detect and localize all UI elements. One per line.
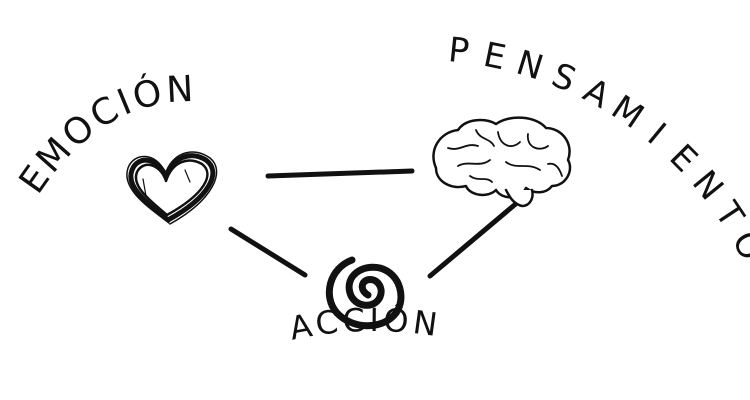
thought-label-letter: N bbox=[512, 43, 548, 89]
connector-thought-action bbox=[427, 199, 521, 279]
brain-icon bbox=[432, 116, 572, 208]
emotion-label: EMOCIÓN bbox=[12, 69, 198, 201]
thought-label-glyph: E bbox=[480, 35, 509, 79]
thought-label-glyph: A bbox=[577, 70, 616, 116]
thought-label-glyph: M bbox=[604, 88, 651, 138]
thought-label-letter: E bbox=[661, 137, 705, 180]
thought-label-glyph: I bbox=[640, 116, 673, 153]
thought-label-letter: E bbox=[480, 35, 509, 79]
connector-emotion-thought bbox=[265, 168, 415, 179]
spiral-icon bbox=[325, 256, 405, 330]
thought-label-glyph: O bbox=[724, 225, 750, 267]
thought-label-glyph: N bbox=[684, 163, 731, 208]
thought-label-letter: I bbox=[640, 116, 673, 153]
thought-label-letter: A bbox=[577, 70, 616, 116]
thought-label-glyph: N bbox=[512, 43, 548, 89]
thought-label-letter: M bbox=[604, 88, 651, 138]
thought-label-letter: P bbox=[446, 30, 471, 72]
thought-label-glyph: E bbox=[661, 137, 705, 180]
thought-label-glyph: S bbox=[546, 55, 581, 100]
heart-icon bbox=[126, 151, 218, 225]
thought-label-letter: N bbox=[684, 163, 731, 208]
thought-label-glyph: P bbox=[446, 30, 471, 72]
thought-label-letter: T bbox=[706, 194, 750, 234]
thought-label-letter: S bbox=[546, 55, 581, 100]
action-label: ACCIÓN bbox=[286, 300, 443, 348]
thought-label-letter: O bbox=[724, 225, 750, 267]
thought-label-glyph: T bbox=[706, 194, 750, 234]
connector-emotion-action bbox=[228, 226, 308, 278]
